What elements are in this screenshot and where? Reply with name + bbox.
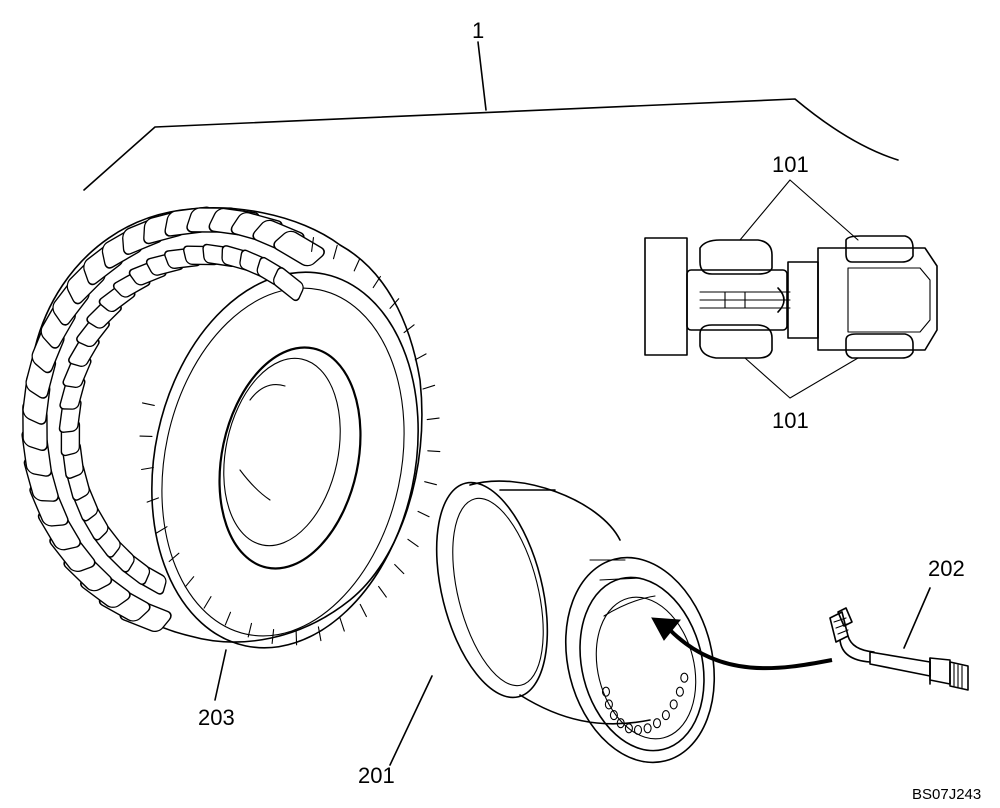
shoulder-tooth [311,236,315,252]
leader-tire [214,649,227,701]
leader-valve [903,587,931,649]
shoulder-tooth [247,622,253,638]
bolt-hole [624,723,633,734]
leader-tire-position-top [739,179,859,241]
callout-valve: 202 [928,556,965,581]
shoulder-tooth [332,244,338,260]
bolt-hole [609,710,618,721]
shoulder-tooth [184,576,195,588]
bolt-hole [643,723,652,734]
shoulder-tooth [141,466,154,471]
bolt-hole [661,710,670,721]
shoulder-tooth [424,481,437,486]
shoulder-tooth [359,603,367,618]
shoulder-tooth [414,353,427,361]
shoulder-tooth [422,384,436,390]
leader-rim [389,675,433,766]
valve-icon [829,607,969,691]
bolt-hole [633,724,643,736]
bolt-hole [669,699,678,710]
callout-tire-position-bottom: 101 [772,408,809,433]
callout-assembly: 1 [472,18,484,43]
tread-lug [273,230,325,267]
tire-icon [21,206,441,649]
bolt-hole [601,686,611,697]
shoulder-tooth [168,552,180,563]
callout-tire: 203 [198,705,235,730]
shoulder-tooth [372,275,381,289]
shoulder-tooth [394,563,405,575]
shoulder-tooth [224,611,232,626]
bolt-hole [616,718,625,729]
callout-rim: 201 [358,763,395,788]
rim-icon [435,480,716,764]
bolt-hole [675,686,684,697]
shoulder-tooth [155,526,168,534]
shoulder-tooth [403,324,415,334]
shoulder-tooth [317,626,322,642]
leader-tire-position-bottom [744,357,859,399]
tread-lug [273,267,304,302]
bolt-hole [604,699,613,710]
shoulder-tooth [407,538,419,548]
bolt-hole [652,718,662,729]
drawing-reference: BS07J243 [912,786,981,803]
shoulder-tooth [426,417,440,421]
shoulder-tooth [389,298,400,309]
shoulder-tooth [295,630,298,646]
shoulder-tooth [353,257,361,272]
shoulder-tooth [271,629,275,645]
callout-tire-position-top: 101 [772,152,809,177]
shoulder-tooth [146,497,160,503]
shoulder-tooth [427,450,441,453]
shoulder-tooth [417,510,430,518]
valve-install-arrow [651,617,833,671]
bolt-hole [680,672,689,683]
shoulder-tooth [141,402,155,406]
shoulder-tooth [203,596,212,609]
assembly-bracket [83,41,899,191]
machine-top-view-icon [644,235,938,359]
shoulder-tooth [339,617,345,632]
shoulder-tooth [378,585,387,598]
